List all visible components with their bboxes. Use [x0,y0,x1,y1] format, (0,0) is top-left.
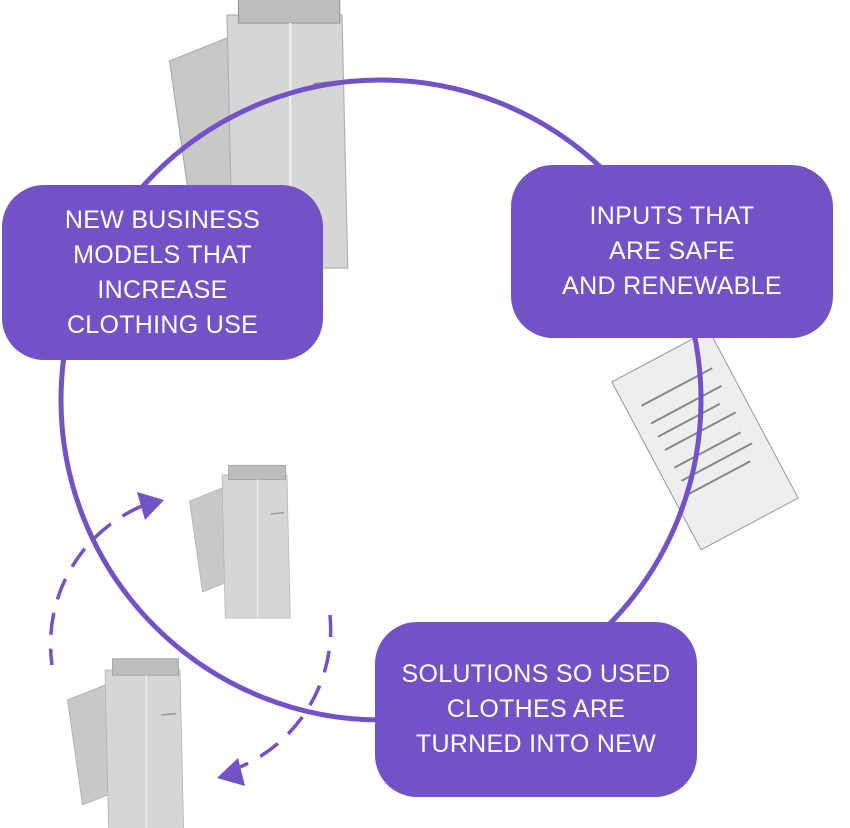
arrow-head-down [217,758,245,786]
care-label-image [611,329,799,551]
pants-image-bottom [66,658,185,828]
pants-image-middle [188,464,291,619]
dashed-arc-right [239,614,333,769]
business-models-box: NEW BUSINESS MODELS THAT INCREASE CLOTHI… [2,185,323,360]
solutions-box: SOLUTIONS SO USED CLOTHES ARE TURNED INT… [375,622,697,797]
dashed-arc-left [48,504,143,666]
inputs-box: INPUTS THAT ARE SAFE AND RENEWABLE [511,165,833,338]
arrow-head-up [137,492,164,520]
